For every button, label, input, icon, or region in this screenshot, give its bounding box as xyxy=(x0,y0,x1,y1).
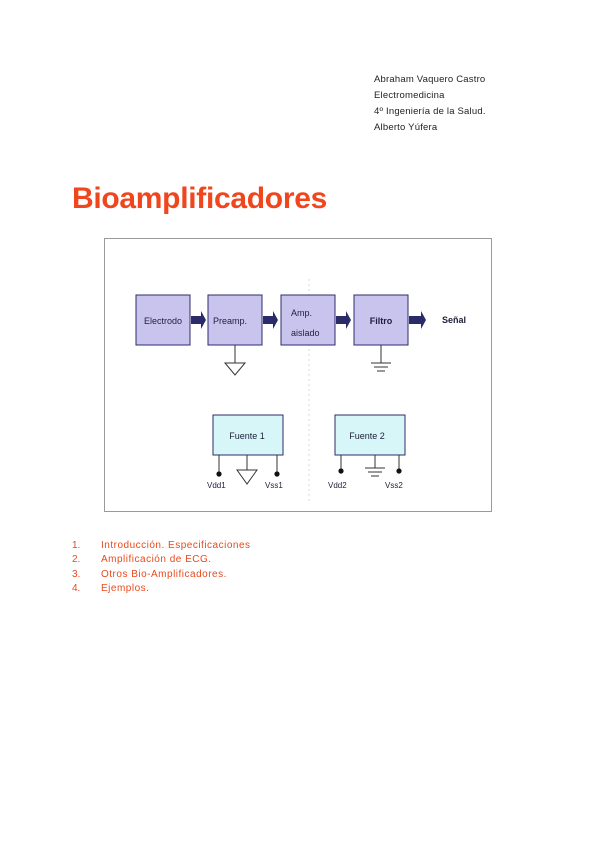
table-of-contents: 1. Introducción. Especificaciones 2. Ampli… xyxy=(72,539,251,597)
toc-item-number: 2. xyxy=(72,554,81,566)
ground-triangle-icon xyxy=(223,362,247,376)
course-name: Electromedicina xyxy=(374,90,445,101)
toc-item-number: 4. xyxy=(72,583,81,595)
supply-1-ground-icon xyxy=(236,469,258,485)
arrow-3 xyxy=(336,311,351,329)
toc-item: 3. Otros Bio-Amplificadores. xyxy=(72,568,251,582)
block-preamp-label: Preamp. xyxy=(213,316,247,326)
arrow-1 xyxy=(191,311,206,329)
toc-item-text: Ejemplos. xyxy=(101,583,150,595)
toc-item-number: 3. xyxy=(72,568,81,580)
supply-1-vdd-label: Vdd1 xyxy=(207,481,226,490)
block-amp-label: Amp. xyxy=(291,308,312,318)
supply-2-box xyxy=(334,414,406,456)
toc-item-number: 1. xyxy=(72,540,81,551)
page-title: Bioamplificadores xyxy=(72,182,327,215)
supply-1-label: Fuente 1 xyxy=(229,431,265,441)
block-electrodo xyxy=(135,294,191,346)
degree-name: 4º Ingeniería de la Salud. xyxy=(374,106,486,117)
toc-item-text: Otros Bio-Amplificadores. xyxy=(101,568,227,580)
arrow-out xyxy=(409,311,426,329)
toc-item: 1. Introducción. Especificaciones xyxy=(72,539,251,553)
supply-1-pin-left xyxy=(216,471,222,477)
supply-1-pin-right xyxy=(274,471,280,477)
toc-item: 2. Amplificación de ECG. xyxy=(72,553,251,567)
supply-2-vss-label: Vss2 xyxy=(385,481,403,490)
output-label: Señal xyxy=(442,315,466,325)
arrow-2 xyxy=(263,311,278,329)
block-preamp xyxy=(207,294,263,346)
toc-item-text: Amplificación de ECG. xyxy=(101,554,212,566)
supply-2-pin-right xyxy=(396,468,402,474)
block-electrodo-label: Electrodo xyxy=(144,316,182,326)
author-block: Abraham Vaquero Castro Electromedicina 4… xyxy=(374,72,486,136)
supply-2-label: Fuente 2 xyxy=(349,431,385,441)
block-diagram: Electrodo Preamp. Amp. aislado Filtro Se… xyxy=(135,279,466,501)
teacher-name: Alberto Yúfera xyxy=(374,122,438,133)
block-filtro-label: Filtro xyxy=(370,316,393,326)
supply-2-vdd-label: Vdd2 xyxy=(328,481,347,490)
supply-2-pin-left xyxy=(338,468,344,474)
block-amp-aislado xyxy=(280,294,336,346)
toc-item: 4. Ejemplos. xyxy=(72,582,251,596)
author-name: Abraham Vaquero Castro xyxy=(374,74,486,85)
toc-item-text: Introducción. Especificaciones xyxy=(101,540,251,551)
block-diagram-figure: Electrodo Preamp. Amp. aislado Filtro Se… xyxy=(104,238,492,512)
supply-1-vss-label: Vss1 xyxy=(265,481,283,490)
supply-1-box xyxy=(212,414,284,456)
block-filtro xyxy=(353,294,409,346)
block-aislado-label: aislado xyxy=(291,328,320,338)
